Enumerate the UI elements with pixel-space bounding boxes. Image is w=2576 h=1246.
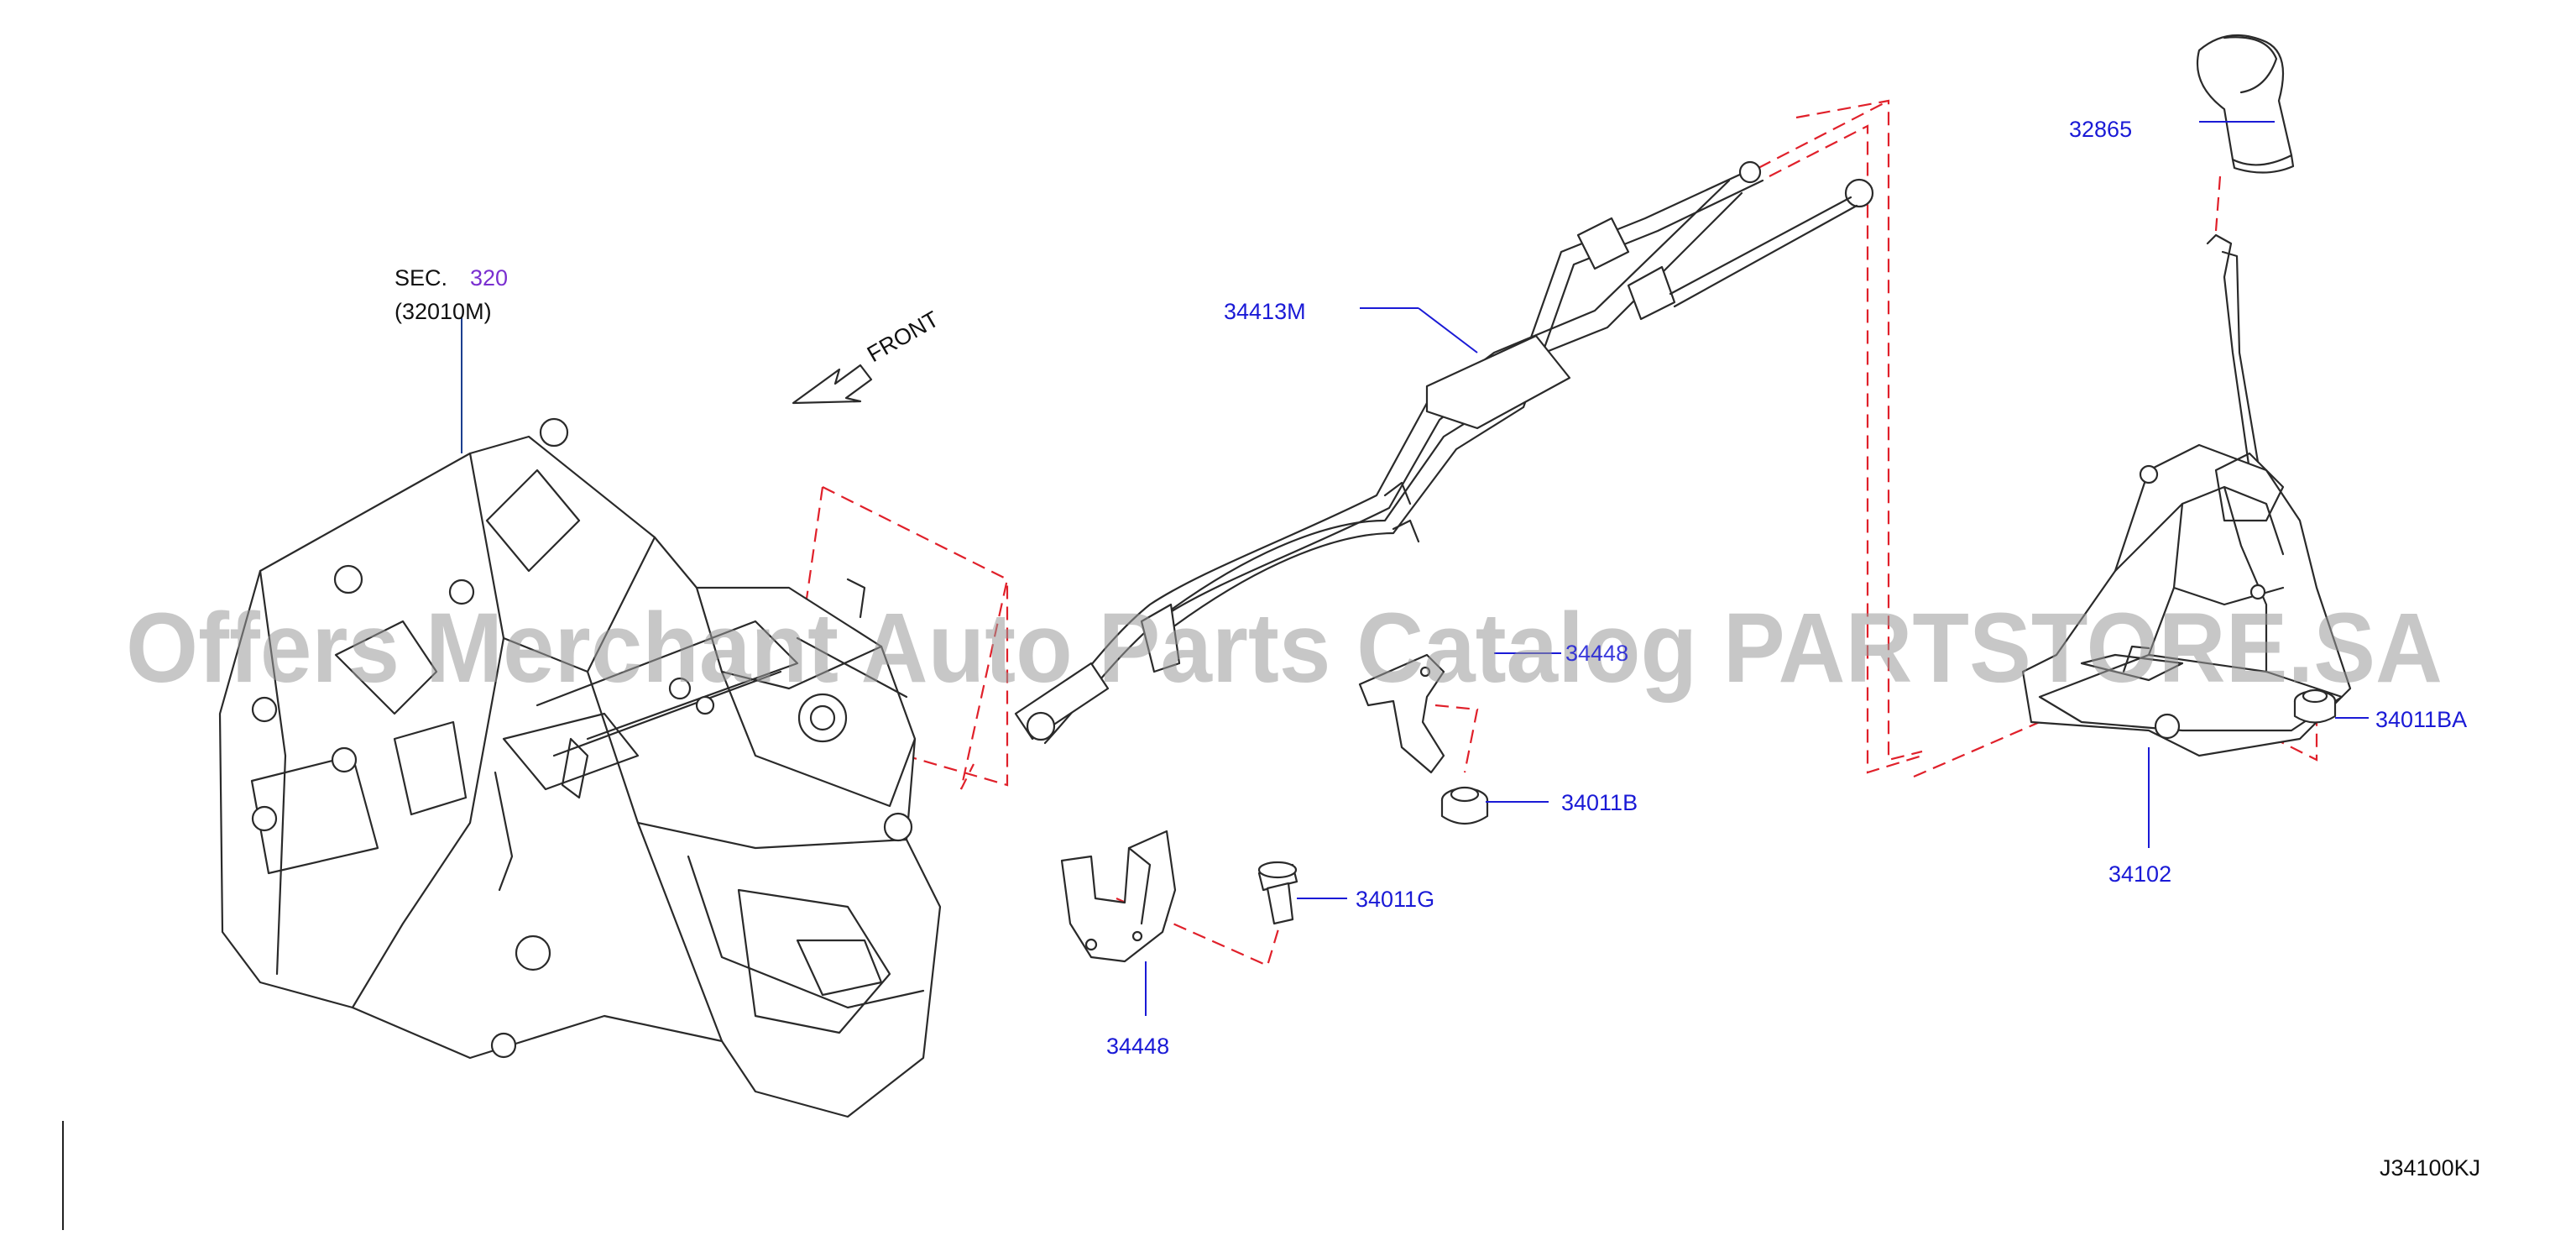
label-34413m[interactable]: 34413M <box>1224 299 1306 324</box>
leader-lines <box>62 121 2369 1230</box>
reference-code: J34100KJ <box>2380 1155 2480 1181</box>
bolt-g-illustration <box>1257 861 1298 925</box>
nut-ba-illustration <box>2293 688 2337 724</box>
nut-b-illustration <box>1440 786 1489 825</box>
label-34011ba[interactable]: 34011BA <box>2375 707 2467 732</box>
watermark: Offers Merchant Auto Parts Catalog PARTS… <box>126 593 2443 704</box>
bracket-lower-illustration <box>1060 830 1177 963</box>
section-ref-number[interactable]: 320 <box>470 265 508 291</box>
label-34448-upper[interactable]: 34448 <box>1565 641 1628 666</box>
front-arrow: FRONT <box>792 306 943 405</box>
transmission-illustration <box>218 417 942 1118</box>
shift-knob-illustration <box>2196 34 2295 174</box>
label-32865[interactable]: 32865 <box>2069 117 2132 142</box>
label-34102[interactable]: 34102 <box>2108 861 2171 887</box>
front-label: FRONT <box>863 306 943 367</box>
section-ref-prefix: SEC. <box>394 265 447 291</box>
phantom-lines <box>787 99 2318 967</box>
bracket-upper-illustration <box>1358 653 1445 774</box>
label-34011g[interactable]: 34011G <box>1356 887 1434 912</box>
section-ref-sub: (32010M) <box>394 299 492 324</box>
control-cable-illustration <box>1014 160 1874 745</box>
label-34011b[interactable]: 34011B <box>1561 790 1638 815</box>
label-34448-lower[interactable]: 34448 <box>1106 1034 1169 1059</box>
part-labels: SEC. 320 (32010M) 32865 34413M 34448 340… <box>394 117 2480 1181</box>
shifter-illustration <box>2021 233 2352 757</box>
